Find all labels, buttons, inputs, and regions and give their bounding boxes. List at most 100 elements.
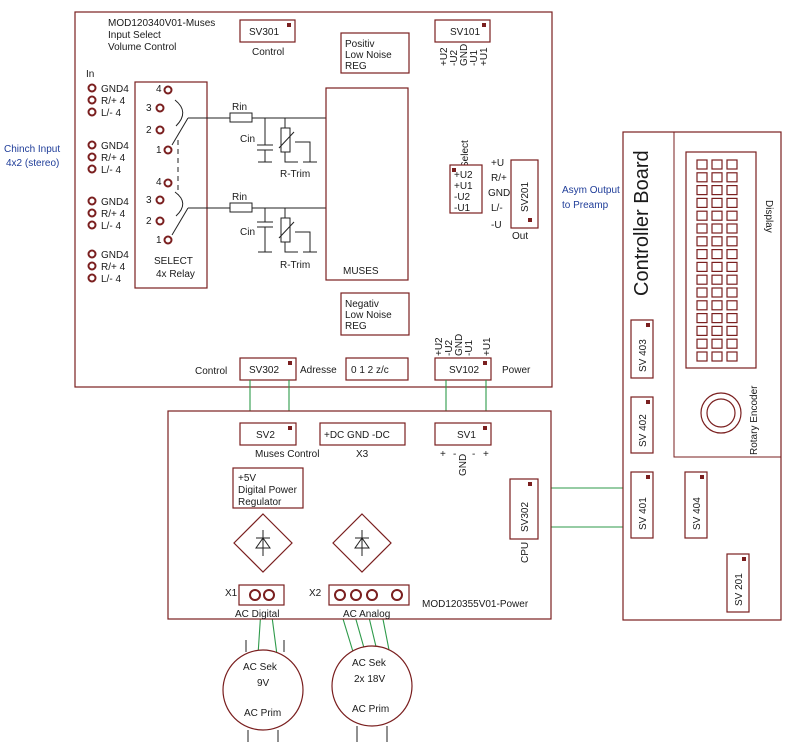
display-cell [726, 236, 738, 247]
svg-text:GND4: GND4 [101, 84, 129, 95]
svg-text:3: 3 [146, 103, 152, 114]
select-label: SELECT [154, 256, 193, 267]
display-cell [726, 210, 738, 221]
svg-text:GND4: GND4 [101, 197, 129, 208]
sv402-connector [630, 396, 654, 454]
cpu-label: CPU [520, 542, 531, 563]
pos-reg-line2: Low Noise [345, 50, 392, 61]
display-cell [711, 300, 723, 311]
sv301-control-label: Control [252, 47, 284, 58]
svg-text:GND: GND [454, 334, 465, 356]
rin-upper: Rin [232, 102, 247, 113]
rtrim-lower: R-Trim [280, 260, 310, 271]
display-cell [696, 351, 708, 362]
display-cell [696, 338, 708, 349]
display-cell [711, 197, 723, 208]
sv404-connector [684, 471, 708, 539]
muses-title-2: Input Select [108, 30, 161, 41]
display-grid [685, 151, 757, 369]
pos-reg-line3: REG [345, 61, 367, 72]
display-cell [726, 261, 738, 272]
svg-text:+U: +U [491, 158, 504, 169]
display-cell [726, 351, 738, 362]
svg-text:+: + [440, 449, 446, 460]
x2-label: X2 [309, 588, 322, 599]
svg-text:1: 1 [156, 235, 162, 246]
sv302-label: SV302 [249, 365, 279, 376]
display-cell [726, 197, 738, 208]
address-jumpers [345, 357, 409, 381]
display-cell [696, 313, 708, 324]
svg-text:R/+ 4: R/+ 4 [101, 153, 126, 164]
sv1-pin-labels: + - GND - + [440, 449, 489, 476]
select-pin-1: +U2 [454, 170, 473, 181]
svg-text:L/- 4: L/- 4 [101, 108, 121, 119]
display-cell [711, 185, 723, 196]
display-cell [726, 300, 738, 311]
cin-upper: Cin [240, 134, 255, 145]
transformer-analog [331, 645, 413, 742]
sv2-connector [239, 422, 297, 446]
sv101-pin-labels: +U2 -U2 GND -U1 +U1 [439, 44, 490, 66]
svg-text:4: 4 [156, 177, 162, 188]
sv201-out-connector [510, 159, 539, 229]
display-cell [696, 300, 708, 311]
asym-output-sub: to Preamp [562, 200, 609, 211]
display-cell [726, 287, 738, 298]
svg-text:L/-: L/- [491, 203, 503, 214]
display-cell [711, 249, 723, 260]
select-pin-2: +U1 [454, 181, 473, 192]
neg-reg-line2: Low Noise [345, 310, 392, 321]
negative-regulator [340, 292, 410, 336]
power-board [167, 410, 552, 620]
in-label: In [86, 69, 94, 80]
select-pin-3: -U2 [454, 192, 471, 203]
neg-reg-line3: REG [345, 321, 367, 332]
svg-text:GND: GND [488, 188, 510, 199]
interconnect-wires [249, 380, 632, 656]
transformer-analog-top: AC Sek [352, 658, 387, 669]
svg-text:R/+ 4: R/+ 4 [101, 96, 126, 107]
positive-regulator [340, 32, 410, 74]
out-label: Out [512, 231, 528, 242]
display-cell [696, 274, 708, 285]
svg-text:R/+ 4: R/+ 4 [101, 262, 126, 273]
cin-lower: Cin [240, 227, 255, 238]
select-connector [449, 164, 483, 214]
controller-title: Controller Board [631, 150, 653, 296]
x1-label: X1 [225, 588, 238, 599]
svg-text:3: 3 [146, 195, 152, 206]
display-cell [726, 172, 738, 183]
transformer-digital [222, 640, 304, 742]
rin-lower: Rin [232, 192, 247, 203]
display-cell [711, 261, 723, 272]
sv301-label: SV301 [249, 27, 279, 38]
svg-text:R/+: R/+ [491, 173, 507, 184]
pos-reg-line1: Positiv [345, 39, 374, 50]
display-cell [696, 185, 708, 196]
display-cell [711, 236, 723, 247]
display-cell [696, 261, 708, 272]
display-cell [726, 185, 738, 196]
transformer-digital-bottom: AC Prim [244, 708, 281, 719]
sv403-label: SV 403 [638, 339, 649, 372]
ac-digital-label: AC Digital [235, 609, 279, 620]
svg-text:+U2: +U2 [439, 47, 450, 66]
sv301-connector [239, 19, 296, 43]
power-board-title: MOD120355V01-Power [422, 599, 529, 610]
display-cell [696, 287, 708, 298]
digital-regulator [232, 467, 304, 509]
sv401-connector [630, 471, 654, 539]
display-cell [696, 210, 708, 221]
svg-text:2: 2 [146, 125, 152, 136]
display-cell [726, 249, 738, 260]
svg-text:+: + [483, 449, 489, 460]
select-pin-4: -U1 [454, 203, 471, 214]
display-cell [696, 325, 708, 336]
reg-line2: Digital Power [238, 485, 298, 496]
sv302-address-connector [239, 357, 297, 381]
asym-output-label: Asym Output [562, 185, 620, 196]
x3-pins: +DC GND -DC [324, 430, 390, 441]
ac-analog-label: AC Analog [343, 609, 390, 620]
rectifier-digital [233, 513, 293, 573]
